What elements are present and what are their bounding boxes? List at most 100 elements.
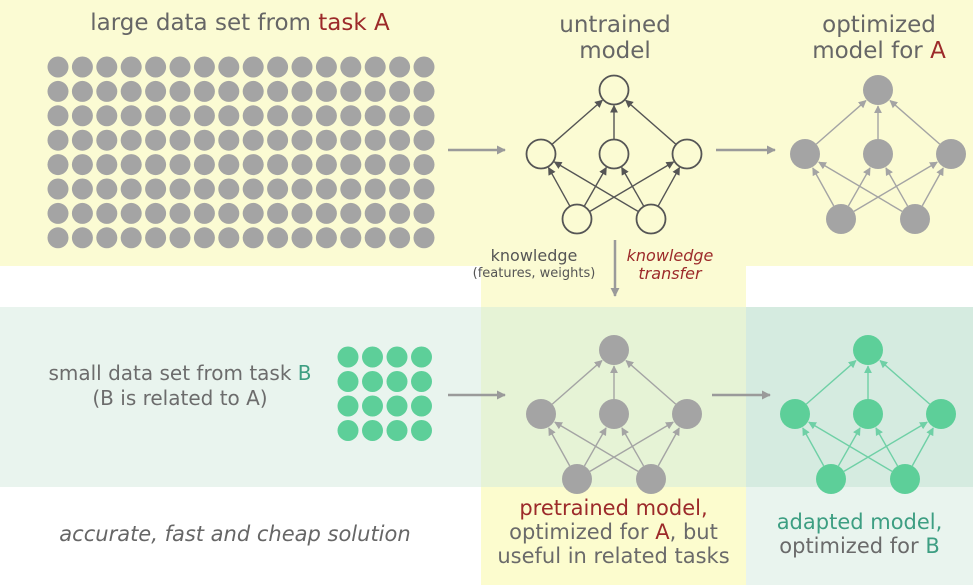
data-point: [96, 154, 118, 176]
data-point: [145, 56, 167, 78]
data-point: [291, 154, 313, 176]
network-node: [900, 204, 930, 234]
data-point: [71, 129, 93, 151]
data-point: [120, 56, 142, 78]
data-point: [193, 202, 215, 224]
network-edge: [657, 166, 681, 207]
data-point: [169, 105, 191, 127]
network-edge: [583, 166, 607, 207]
data-point: [169, 178, 191, 200]
network-node: [863, 139, 893, 169]
task-a-highlight: A: [655, 520, 670, 545]
network-node: [790, 139, 820, 169]
network-node: [863, 75, 893, 105]
data-point: [47, 154, 69, 176]
data-point: [411, 346, 432, 368]
data-point: [145, 178, 167, 200]
data-point: [267, 105, 289, 127]
network-node: [598, 74, 630, 106]
data-point: [96, 56, 118, 78]
data-point: [267, 227, 289, 249]
data-point: [242, 56, 264, 78]
network-edge: [589, 421, 674, 472]
data-point: [71, 178, 93, 200]
data-point: [291, 129, 313, 151]
network-edge: [818, 161, 903, 212]
data-point: [96, 105, 118, 127]
data-point: [218, 154, 240, 176]
data-point: [47, 178, 69, 200]
adapted-model-label: adapted model, optimized for B: [776, 510, 943, 559]
network-edge: [583, 427, 607, 467]
data-point: [47, 105, 69, 127]
data-point: [218, 227, 240, 249]
data-point: [47, 202, 69, 224]
data-point: [242, 178, 264, 200]
large-data-set-label: large data set from task A: [90, 10, 390, 36]
data-point: [47, 80, 69, 102]
network-node: [525, 138, 557, 170]
data-point: [413, 56, 435, 78]
pretrained-label-band: [481, 487, 746, 585]
network-edge: [547, 166, 571, 207]
network-edge: [657, 427, 680, 467]
data-point: [242, 129, 264, 151]
network-node: [562, 464, 592, 494]
data-point: [218, 105, 240, 127]
data-point: [411, 395, 432, 417]
data-point: [120, 80, 142, 102]
data-point: [267, 80, 289, 102]
data-point: [193, 129, 215, 151]
data-point: [242, 105, 264, 127]
data-point: [193, 154, 215, 176]
data-point: [267, 202, 289, 224]
data-point: [389, 105, 411, 127]
network-edge: [553, 161, 639, 213]
data-point: [364, 105, 386, 127]
data-point: [364, 129, 386, 151]
data-point: [340, 80, 362, 102]
data-point: [120, 227, 142, 249]
untrained-model-network: [525, 74, 703, 235]
data-point: [218, 80, 240, 102]
data-point: [411, 420, 432, 441]
data-point: [364, 80, 386, 102]
data-point: [386, 420, 408, 441]
knowledge-transfer-label: knowledge transfer: [626, 246, 714, 284]
data-point: [315, 202, 337, 224]
network-edge: [889, 100, 941, 145]
data-point: [96, 129, 118, 151]
flow-arrows: [448, 145, 776, 400]
network-edge: [621, 427, 645, 467]
network-edge: [921, 167, 944, 207]
task-b-highlight: B: [297, 361, 312, 385]
network-node: [526, 399, 556, 429]
data-point: [413, 202, 435, 224]
untrained-model-label: untrained model: [559, 12, 671, 65]
data-point: [120, 202, 142, 224]
network-edge: [621, 166, 645, 207]
data-point: [362, 395, 383, 417]
data-point: [413, 154, 435, 176]
data-point: [169, 80, 191, 102]
data-point: [386, 371, 408, 392]
data-point: [169, 227, 191, 249]
knowledge-transfer-band: [481, 266, 746, 307]
data-point: [364, 154, 386, 176]
data-point: [315, 80, 337, 102]
data-point: [96, 80, 118, 102]
data-point: [340, 56, 362, 78]
network-node: [936, 139, 966, 169]
data-point: [364, 178, 386, 200]
data-point: [71, 80, 93, 102]
data-point: [315, 129, 337, 151]
network-node: [671, 138, 703, 170]
data-point: [340, 105, 362, 127]
data-point: [389, 80, 411, 102]
solution-label: accurate, fast and cheap solution: [59, 522, 411, 546]
data-point: [291, 56, 313, 78]
pretrained-model-network: [526, 335, 702, 494]
task-a-highlight: task A: [318, 10, 390, 36]
data-point: [340, 202, 362, 224]
